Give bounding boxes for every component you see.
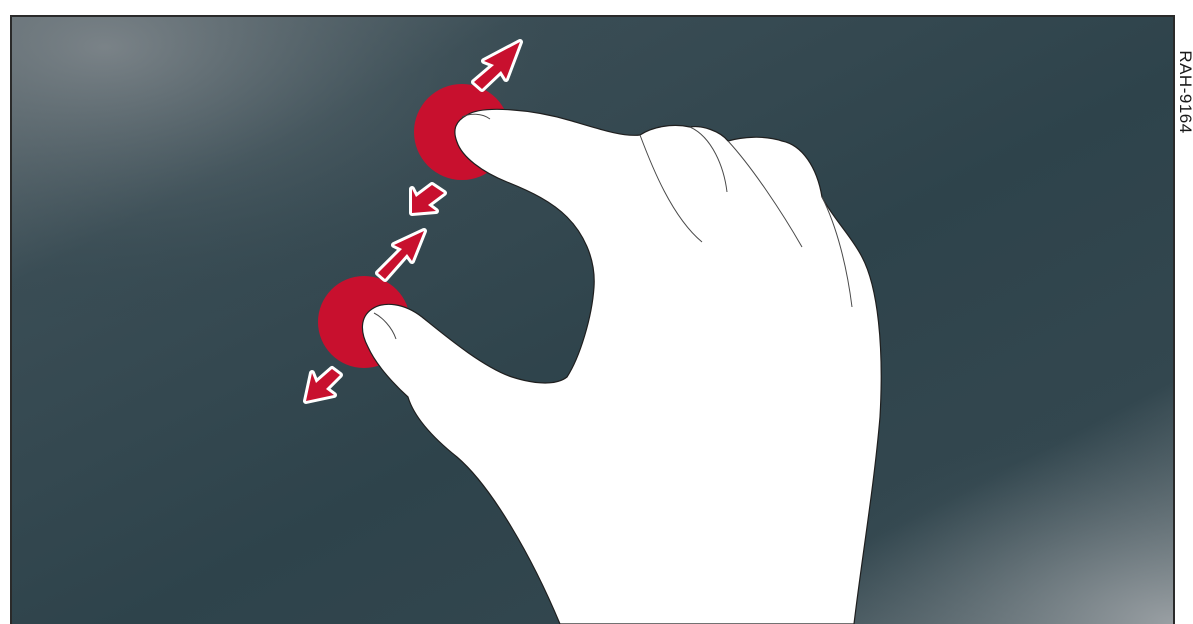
gesture-illustration xyxy=(12,17,1173,624)
figure-reference-code: RAH-9164 xyxy=(1175,50,1193,133)
touch-screen xyxy=(10,15,1175,624)
figure-reference-label: RAH-9164 xyxy=(1176,18,1193,166)
